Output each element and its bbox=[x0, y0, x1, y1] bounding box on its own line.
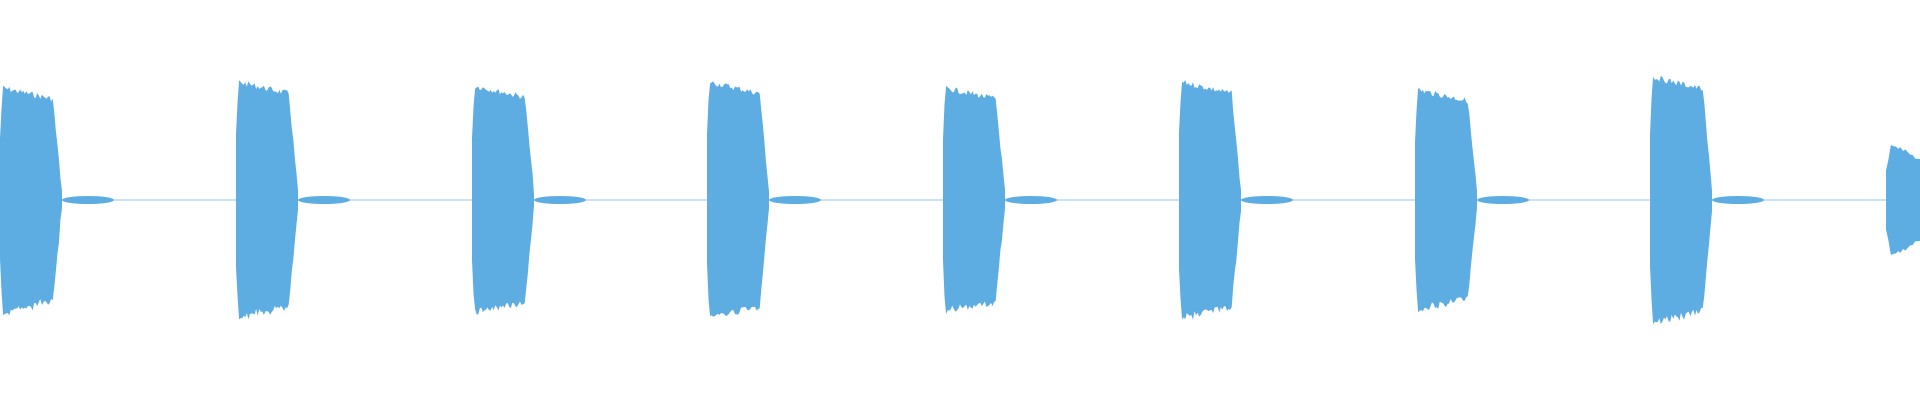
waveform-tail bbox=[1712, 196, 1764, 204]
waveform-tail bbox=[1477, 196, 1529, 204]
waveform-burst bbox=[1650, 76, 1712, 325]
waveform-tail bbox=[534, 196, 586, 204]
waveform-burst bbox=[1415, 88, 1477, 313]
waveform-tail bbox=[1241, 196, 1293, 204]
waveform-burst-partial bbox=[1886, 144, 1920, 256]
waveform-tail bbox=[298, 196, 350, 204]
waveform-tail bbox=[1005, 196, 1057, 204]
waveform-bursts bbox=[0, 76, 1920, 325]
waveform-burst bbox=[943, 85, 1005, 315]
waveform-burst bbox=[0, 85, 62, 316]
waveform-tail bbox=[769, 196, 821, 204]
waveform-burst bbox=[1179, 79, 1241, 320]
waveform-burst bbox=[236, 80, 298, 320]
waveform-tail bbox=[62, 196, 114, 204]
waveform-burst bbox=[707, 81, 769, 317]
waveform-burst bbox=[472, 86, 534, 315]
